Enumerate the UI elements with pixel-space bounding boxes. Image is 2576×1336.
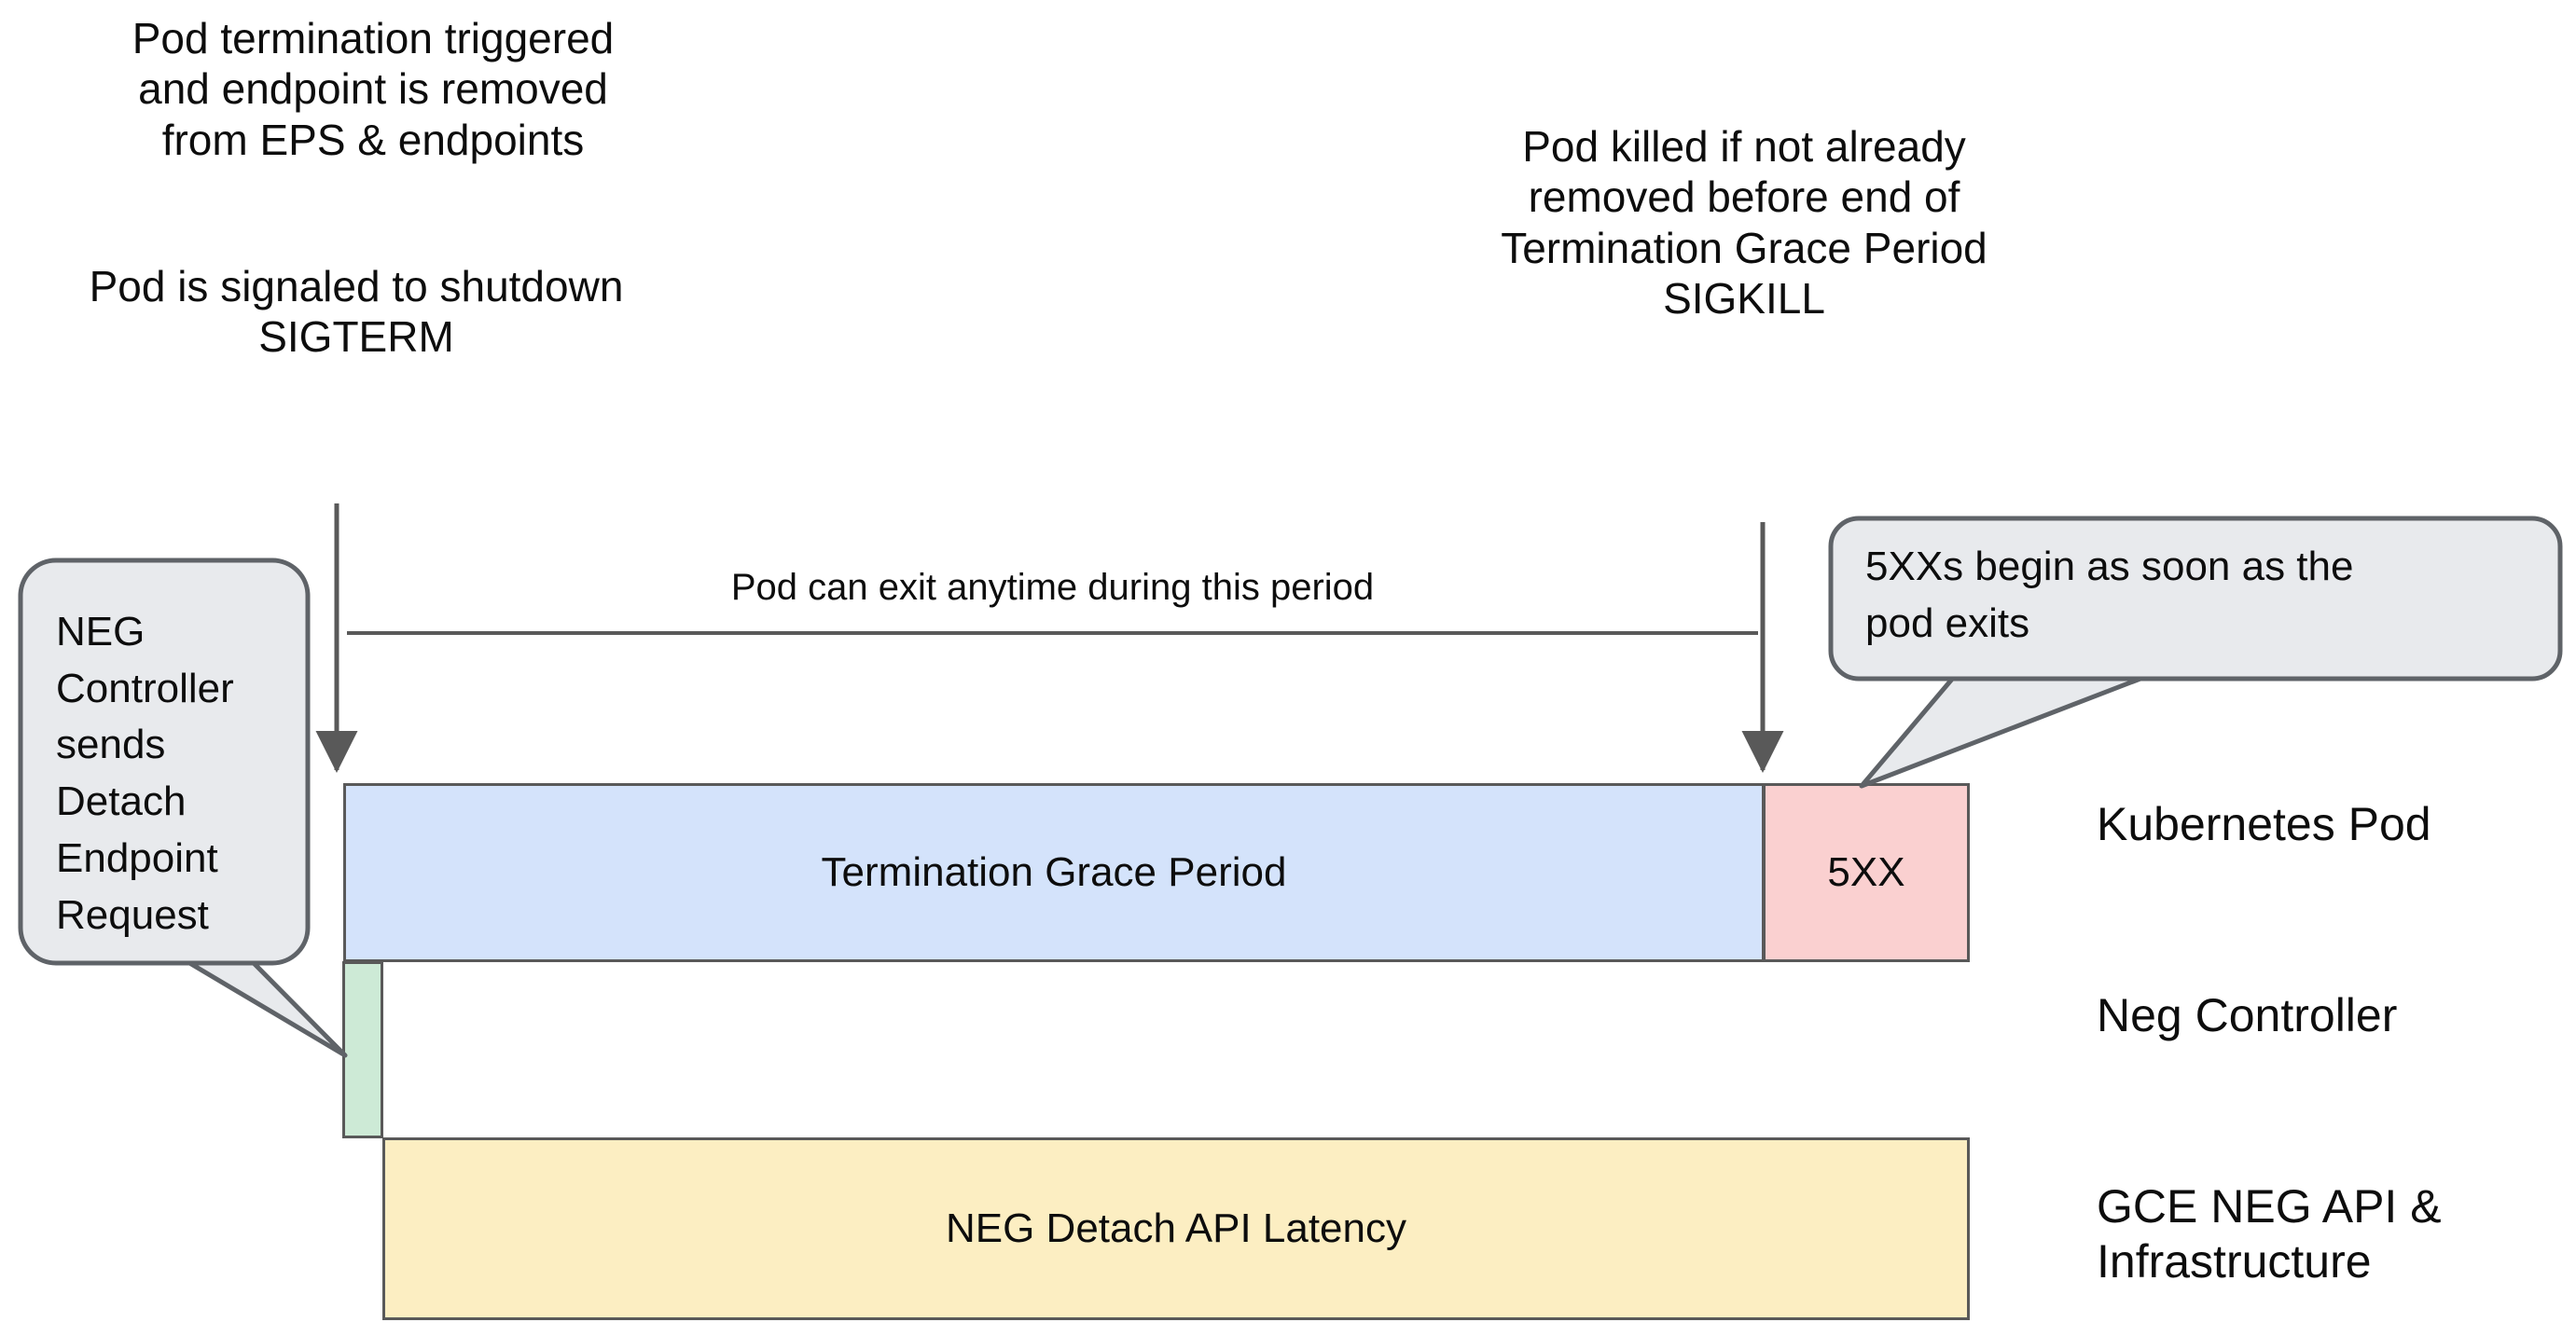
bar-neg-controller-detach-request — [342, 961, 383, 1138]
bar-label-neg-detach-api-latency: NEG Detach API Latency — [945, 1205, 1407, 1251]
bar-5xx: 5XX — [1763, 783, 1970, 962]
annotation-sigkill: Pod killed if not already removed before… — [1501, 122, 1987, 323]
row-label-kubernetes-pod: Kubernetes Pod — [2097, 798, 2431, 850]
row-label-gce-neg-api-infrastructure: GCE NEG API & Infrastructure — [2097, 1180, 2442, 1288]
span-label-pod-can-exit: Pod can exit anytime during this period — [730, 567, 1375, 608]
row-label-neg-controller: Neg Controller — [2097, 989, 2398, 1041]
annotation-termination-triggered: Pod termination triggered and endpoint i… — [132, 14, 615, 164]
bar-neg-detach-api-latency: NEG Detach API Latency — [382, 1137, 1970, 1320]
callout-body-neg-controller — [18, 558, 311, 966]
bar-label-termination-grace-period: Termination Grace Period — [821, 848, 1287, 895]
callout-tail-neg-controller — [184, 958, 348, 1058]
callout-tail-5xx-begin — [1859, 674, 2148, 789]
bar-termination-grace-period: Termination Grace Period — [343, 783, 1765, 962]
callout-neg-controller-detach[interactable] — [18, 558, 348, 1058]
callout-body-5xx-begin — [1828, 516, 2563, 682]
callout-5xx-begin[interactable] — [1828, 516, 2563, 789]
bar-label-5xx: 5XX — [1827, 848, 1905, 895]
annotation-sigterm: Pod is signaled to shutdown SIGTERM — [89, 262, 624, 362]
callout-text-5xx-begin: 5XXs begin as soon as the pod exits — [1865, 544, 2354, 646]
callout-text-neg-controller-detach: NEG Controller sends Detach Endpoint Req… — [56, 609, 234, 938]
